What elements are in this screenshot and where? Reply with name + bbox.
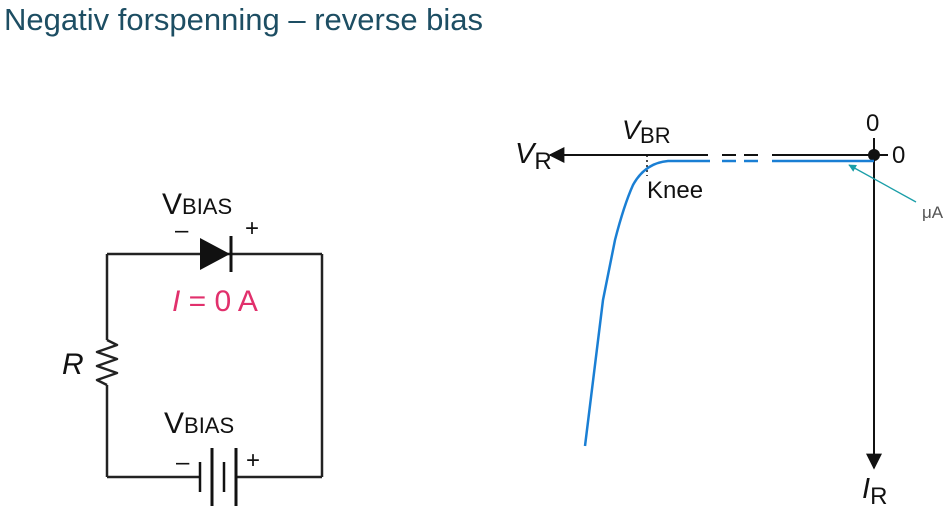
iv-graph: VR VBR Knee 0 0 μA IR <box>515 110 944 510</box>
resistor-label: R <box>62 348 84 381</box>
y-axis-label: IR <box>862 473 887 510</box>
knee-label: Knee <box>647 177 703 204</box>
micro-amp-label: μA <box>922 203 944 222</box>
circuit: VBIAS – + I = 0 A R VBIAS – + <box>62 188 324 506</box>
origin-dot <box>868 149 880 161</box>
current-label: I = 0 A <box>172 285 258 318</box>
diode-minus-sign: – <box>175 217 189 244</box>
page-title: Negativ forspenning – reverse bias <box>4 2 484 37</box>
vbr-label: VBR <box>622 115 671 148</box>
battery-vbias-label: VBIAS <box>164 407 234 440</box>
battery-symbol <box>198 448 238 506</box>
zero-right-label: 0 <box>892 142 905 169</box>
diode-vbias-label: VBIAS <box>162 188 232 221</box>
micro-amp-pointer <box>848 164 917 203</box>
diode-symbol <box>200 238 230 270</box>
resistor <box>95 338 119 387</box>
diode-plus-sign: + <box>245 215 259 242</box>
zero-top-label: 0 <box>866 110 879 137</box>
x-axis-label: VR <box>515 138 552 175</box>
battery-minus-sign: – <box>176 449 190 476</box>
iv-curve <box>583 159 710 447</box>
battery-plus-sign: + <box>246 447 260 474</box>
